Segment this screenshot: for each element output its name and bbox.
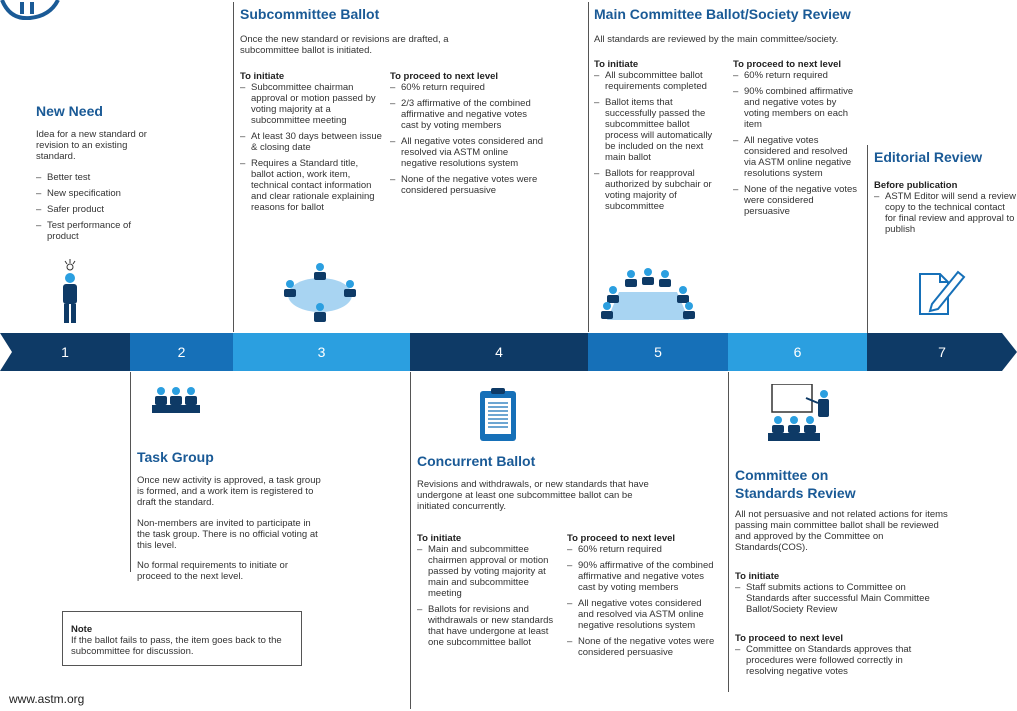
cos-title-line-2: Standards Review xyxy=(735,485,856,501)
timeline-step-1: 1 xyxy=(0,333,130,371)
connector-line xyxy=(588,2,589,332)
subcommittee-initiate-label: To initiate xyxy=(240,71,285,82)
step-number: 3 xyxy=(317,344,326,360)
step-number: 4 xyxy=(495,344,503,360)
new-need-intro: Idea for a new standard or revision to a… xyxy=(36,129,147,162)
list-item: None of the negative votes were consider… xyxy=(390,174,545,196)
main-committee-initiate-list: All subcommittee ballot requirements com… xyxy=(594,70,714,217)
list-item: 90% affirmative of the combined affirmat… xyxy=(567,560,717,593)
cos-proceed-label: To proceed to next level xyxy=(735,633,844,644)
cos-title-line-1: Committee on xyxy=(735,467,829,483)
cos-title: Committee on Standards Review xyxy=(735,466,856,502)
presentation-icon xyxy=(768,384,834,444)
note-box: Note If the ballot fails to pass, the it… xyxy=(62,611,302,666)
astm-logo xyxy=(0,0,62,20)
step-number: 6 xyxy=(793,344,802,360)
timeline-step-7: 7 xyxy=(867,333,1017,371)
timeline-step-6: 6 xyxy=(728,333,867,371)
list-item: At least 30 days between issue & closing… xyxy=(240,131,383,153)
concurrent-initiate-list: Main and subcommittee chairmen approval … xyxy=(417,544,557,653)
subcommittee-initiate-list: Subcommittee chairman approval or motion… xyxy=(240,82,383,218)
list-item: None of the negative votes were consider… xyxy=(733,184,858,217)
subcommittee-title: Subcommittee Ballot xyxy=(240,6,380,22)
list-item: All negative votes considered and resolv… xyxy=(390,136,545,169)
person-idea-icon xyxy=(58,259,82,325)
list-item: 60% return required xyxy=(733,70,858,81)
list-item: Requires a Standard title, ballot action… xyxy=(240,158,383,213)
timeline-step-4: 4 xyxy=(410,333,588,371)
editorial-list: ASTM Editor will send a review copy to t… xyxy=(874,191,1017,240)
task-group-icon xyxy=(152,386,200,414)
main-committee-title: Main Committee Ballot/Society Review xyxy=(594,6,851,22)
main-committee-proceed-list: 60% return required 90% combined affirma… xyxy=(733,70,858,222)
list-item: Ballots for revisions and withdrawals or… xyxy=(417,604,557,648)
task-group-p2: Non-members are invited to participate i… xyxy=(137,518,318,551)
footer-url[interactable]: www.astm.org xyxy=(9,692,85,706)
list-item: None of the negative votes were consider… xyxy=(567,636,717,658)
list-item: Main and subcommittee chairmen approval … xyxy=(417,544,557,599)
step-number: 7 xyxy=(938,344,946,360)
list-item: 60% return required xyxy=(390,82,545,93)
connector-line xyxy=(728,372,729,692)
task-group-p3: No formal requirements to initiate or pr… xyxy=(137,560,289,582)
list-item: All negative votes considered and resolv… xyxy=(733,135,858,179)
conference-table-icon xyxy=(601,268,695,326)
concurrent-proceed-list: 60% return required 90% affirmative of t… xyxy=(567,544,717,663)
new-need-list: Better test New specification Safer prod… xyxy=(36,172,146,247)
main-committee-proceed-label: To proceed to next level xyxy=(733,59,842,70)
list-item: Ballots for reapproval authorized by sub… xyxy=(594,168,714,212)
connector-line xyxy=(233,2,234,332)
step-number: 2 xyxy=(177,344,186,360)
list-item: Safer product xyxy=(36,204,146,215)
editorial-before-label: Before publication xyxy=(874,180,958,191)
connector-line xyxy=(410,372,411,709)
list-item: 2/3 affirmative of the combined affirmat… xyxy=(390,98,545,131)
list-item: Committee on Standards approves that pro… xyxy=(735,644,940,677)
cos-initiate-list: Staff submits actions to Committee on St… xyxy=(735,582,940,620)
new-need-title: New Need xyxy=(36,103,103,119)
note-label: Note xyxy=(71,624,93,635)
step-number: 5 xyxy=(654,344,662,360)
concurrent-intro: Revisions and withdrawals, or new standa… xyxy=(417,479,649,512)
list-item: 60% return required xyxy=(567,544,717,555)
timeline-step-5: 5 xyxy=(588,333,728,371)
list-item: Better test xyxy=(36,172,146,183)
concurrent-initiate-label: To initiate xyxy=(417,533,462,544)
task-group-title: Task Group xyxy=(137,449,214,465)
list-item: All negative votes considered and resolv… xyxy=(567,598,717,631)
concurrent-title: Concurrent Ballot xyxy=(417,453,536,469)
edit-document-icon xyxy=(916,268,966,316)
concurrent-proceed-label: To proceed to next level xyxy=(567,533,676,544)
list-item: Ballot items that successfully passed th… xyxy=(594,97,714,163)
cos-initiate-label: To initiate xyxy=(735,571,780,582)
list-item: New specification xyxy=(36,188,146,199)
clipboard-icon xyxy=(479,388,517,442)
step-number: 1 xyxy=(61,344,69,360)
list-item: Subcommittee chairman approval or motion… xyxy=(240,82,383,126)
connector-line xyxy=(867,145,868,333)
list-item: Staff submits actions to Committee on St… xyxy=(735,582,940,615)
round-table-meeting-icon xyxy=(282,262,358,324)
main-committee-intro: All standards are reviewed by the main c… xyxy=(594,34,839,45)
connector-line xyxy=(130,372,131,572)
task-group-p1: Once new activity is approved, a task gr… xyxy=(137,475,321,508)
list-item: ASTM Editor will send a review copy to t… xyxy=(874,191,1017,235)
cos-proceed-list: Committee on Standards approves that pro… xyxy=(735,644,940,682)
subcommittee-intro: Once the new standard or revisions are d… xyxy=(240,34,449,56)
timeline-step-2: 2 xyxy=(130,333,233,371)
main-committee-initiate-label: To initiate xyxy=(594,59,639,70)
subcommittee-proceed-label: To proceed to next level xyxy=(390,71,499,82)
cos-intro: All not persuasive and not related actio… xyxy=(735,509,948,553)
list-item: Test performance of product xyxy=(36,220,146,242)
timeline-step-3: 3 xyxy=(233,333,410,371)
subcommittee-proceed-list: 60% return required 2/3 affirmative of t… xyxy=(390,82,545,201)
note-text: If the ballot fails to pass, the item go… xyxy=(71,635,282,657)
list-item: All subcommittee ballot requirements com… xyxy=(594,70,714,92)
editorial-title: Editorial Review xyxy=(874,149,983,165)
list-item: 90% combined affirmative and negative vo… xyxy=(733,86,858,130)
